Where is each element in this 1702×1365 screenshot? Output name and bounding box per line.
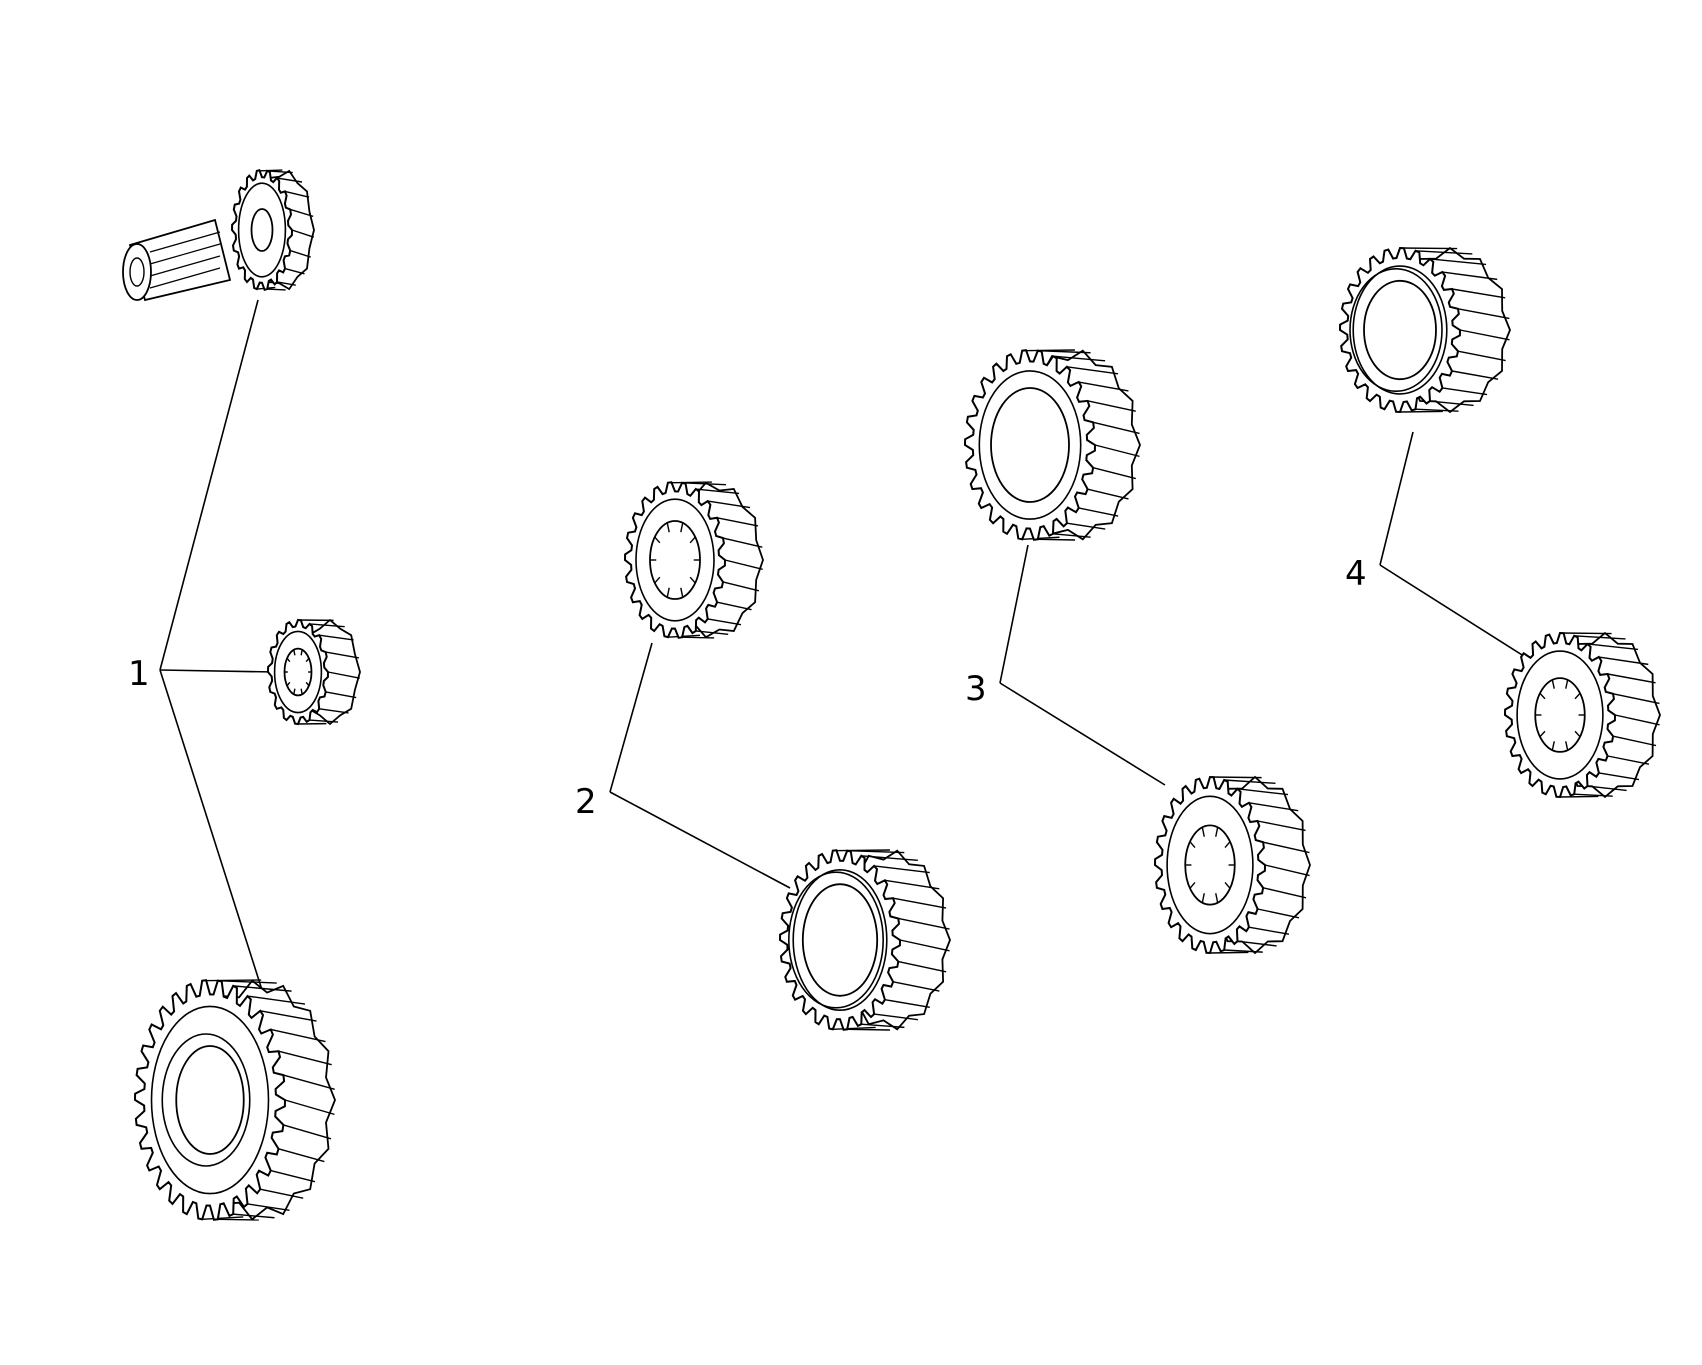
leader-3-top xyxy=(999,544,1029,684)
leader-1-large xyxy=(159,669,263,991)
small-gear-icon xyxy=(266,618,361,726)
ring-gear-2-icon xyxy=(778,849,951,1031)
group-label-4: 4 xyxy=(1345,554,1367,594)
leader-4-bottom xyxy=(1379,564,1531,661)
gears xyxy=(122,168,1661,1221)
group-label-2: 2 xyxy=(575,782,597,822)
splined-gear-2-icon xyxy=(623,481,764,639)
ring-gear-4-icon xyxy=(1338,246,1511,414)
leader-2-bottom xyxy=(609,791,791,889)
splined-gear-4-icon xyxy=(1503,631,1661,799)
shaft-gear-teeth-icon xyxy=(230,168,315,292)
large-gear-icon xyxy=(133,979,336,1221)
leader-2-top xyxy=(609,642,653,793)
leader-1-small xyxy=(159,669,276,673)
leader-1-shaft xyxy=(159,299,259,671)
group-label-1: 1 xyxy=(128,654,150,694)
splined-gear-3-icon xyxy=(1153,775,1311,955)
leader-4-top xyxy=(1379,431,1414,566)
double-gear-3-icon xyxy=(963,349,1141,541)
shaft-gear-icon xyxy=(122,218,232,302)
leader-3-bottom xyxy=(999,682,1166,786)
group-label-3: 3 xyxy=(965,669,987,709)
leader-lines xyxy=(159,299,1531,991)
